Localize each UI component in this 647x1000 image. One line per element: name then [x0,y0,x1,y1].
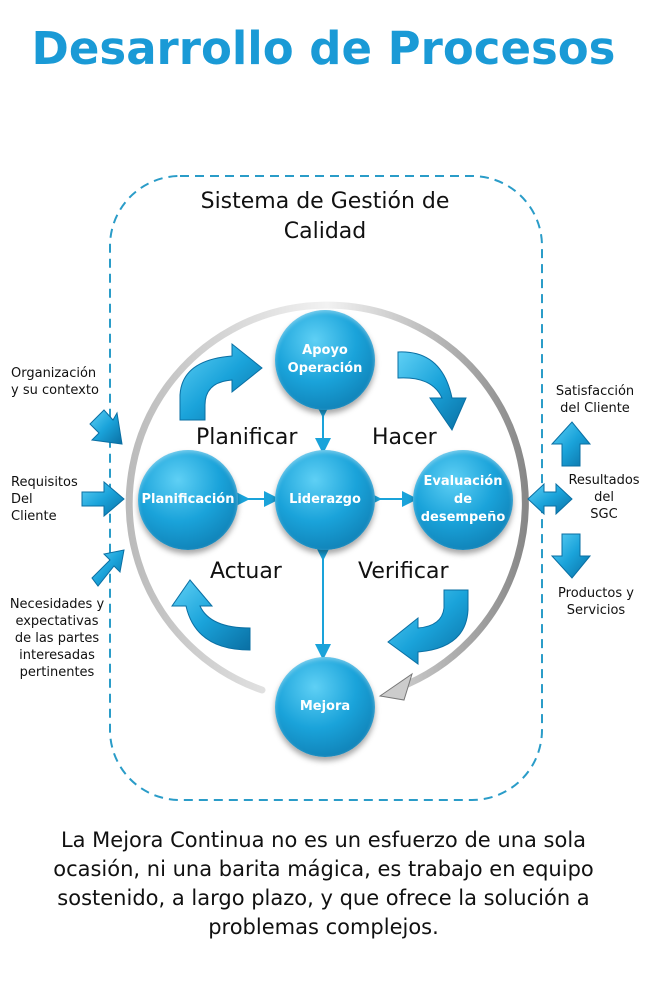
input-arrow-organizacion [89,409,123,445]
phase-actuar: Actuar [210,559,282,584]
arrow-hacer-to-verificar [397,351,467,432]
output-arrow-resultados [527,482,573,516]
system-label: Sistema de Gestión de Calidad [200,189,450,244]
arrow-verificar-to-mejora [387,589,469,665]
node-mejora-label: Mejora [299,699,351,714]
node-planificacion-label: Planificación [141,492,235,507]
node-apoyo-operacion: Apoyo Operación [275,310,375,410]
arrow-planificar-to-hacer [179,342,263,421]
input-arrow-requisitos [81,480,125,518]
arrow-actuar-to-planificar [171,579,251,651]
output-satisfaccion: Satisfacción del Cliente [555,384,635,416]
node-apoyo-label: Apoyo Operación [287,343,363,376]
node-evaluacion-label: Evaluación de desempeño [420,474,506,525]
node-evaluacion-desempeno: Evaluación de desempeño [413,450,513,550]
node-liderazgo-label: Liderazgo [289,492,361,507]
footer-text: La Mejora Continua no es un esfuerzo de … [53,828,594,939]
phase-hacer: Hacer [372,425,437,450]
input-requisitos: Requisitos Del Cliente [11,475,78,524]
node-liderazgo: Liderazgo [275,450,375,550]
cycle-ring [125,301,529,694]
page-title: Desarrollo de Procesos [31,22,616,75]
input-necesidades: Necesidades y expectativas de las partes… [9,597,105,680]
node-mejora: Mejora [275,657,375,757]
input-organizacion: Organización y su contexto [11,366,99,398]
cycle-ring-head [378,672,413,701]
output-resultados: Resultados del SGC [568,473,640,522]
input-arrow-necesidades [91,549,125,587]
output-productos: Productos y Servicios [558,586,634,618]
phase-planificar: Planificar [196,425,298,450]
output-arrow-satisfaccion [550,421,592,467]
node-planificacion: Planificación [138,450,238,550]
output-arrow-productos [550,533,592,579]
phase-verificar: Verificar [358,559,449,584]
